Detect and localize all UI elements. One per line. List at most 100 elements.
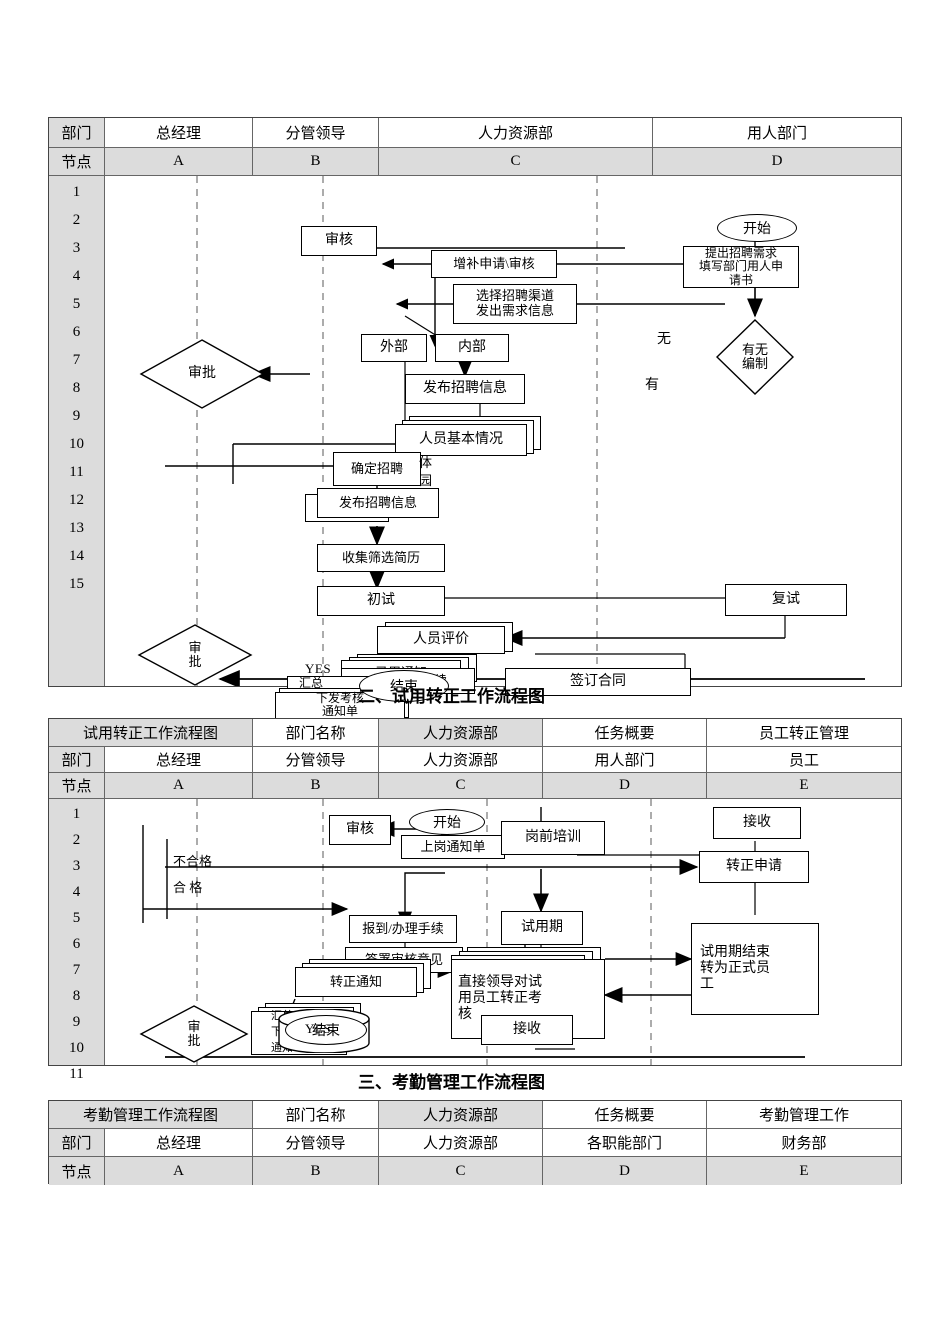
chart2-dept-name-value: 人力资源部 — [379, 719, 543, 746]
chart1-headcount-label: 有无 编制 — [741, 342, 768, 371]
probation-to-regular-flowchart: 试用转正工作流程图 部门名称 人力资源部 任务概要 员工转正管理 部门 总经理 … — [48, 718, 902, 1082]
chart1-label-have: 有 — [645, 378, 659, 393]
chart2-dept-col-1: 分管领导 — [253, 747, 379, 772]
chart1-node-col-0: A — [105, 148, 253, 175]
chart1-node-num: 2 — [72, 212, 81, 228]
chart3-title: 考勤管理工作流程图 — [49, 1101, 253, 1128]
chart2-fail-label: 不合格 — [173, 854, 213, 869]
chart3-dept-col-1: 分管领导 — [253, 1129, 379, 1156]
chart3-dept-name-value: 人力资源部 — [379, 1101, 543, 1128]
chart2-dept-col-0: 总经理 — [105, 747, 253, 772]
chart3-dept-label: 部门 — [49, 1129, 105, 1156]
chart1-supplement-request-box: 增补申请\审核 — [431, 250, 557, 278]
chart2-regular-notice-pile: 转正通知 — [295, 959, 445, 999]
chart1-second-interview-box: 复试 — [725, 584, 847, 616]
chart2-pretraining-box: 岗前培训 — [501, 821, 605, 855]
chart1-node-num: 13 — [69, 520, 84, 536]
chart2-task-label: 任务概要 — [543, 719, 707, 746]
chart2-connectors — [142, 799, 805, 1065]
chart2-approve-label: 审 批 — [187, 1019, 201, 1048]
chart2-node-num: 9 — [72, 1014, 81, 1030]
chart3-node-col-2: C — [379, 1157, 543, 1185]
chart1-node-num: 1 — [72, 184, 81, 200]
chart1-node-label: 节点 — [49, 148, 105, 175]
chart1-confirm-media-overlap-2: 园 — [419, 473, 433, 488]
chart1-sign-contract-box: 签订合同 — [505, 668, 691, 696]
chart1-select-channel-box: 选择招聘渠道 发出需求信息 — [453, 284, 577, 324]
chart1-internal-box: 内部 — [435, 334, 509, 362]
chart3-node-label: 节点 — [49, 1157, 105, 1185]
chart2-node-col-4: E — [707, 773, 901, 798]
chart1-publish-info-box-2: 发布招聘信息 — [317, 488, 439, 518]
chart2-node-num: 2 — [72, 832, 81, 848]
chart1-node-num: 5 — [72, 296, 81, 312]
chart1-yes-label: YES — [305, 661, 332, 676]
chart3-dept-header-row: 部门 总经理 分管领导 人力资源部 各职能部门 财务部 — [49, 1129, 901, 1157]
chart3-task-label: 任务概要 — [543, 1101, 707, 1128]
chart2-node-num: 5 — [72, 910, 81, 926]
chart2-probation-box: 试用期 — [501, 911, 583, 945]
chart1-dept-col-2: 人力资源部 — [379, 118, 653, 147]
chart1-node-num: 4 — [72, 268, 81, 284]
chart2-probation-end-box: 试用期结束 转为正式员 工 — [691, 923, 819, 1015]
chart1-approve-diamond-icon-1 — [139, 339, 265, 409]
chart1-basic-info-box: 人员基本情况 — [395, 424, 527, 456]
chart1-node-num: 8 — [72, 380, 81, 396]
chart1-confirm-media-overlap-1: 体 — [419, 455, 433, 470]
chart2-dept-col-4: 员工 — [707, 747, 901, 772]
chart1-canvas: 开始 提出招聘需求 填写部门用人申 请书 有无 编制 无 有 审核 增补申请\审… — [105, 176, 901, 722]
chart1-dept-header-row: 部门 总经理 分管领导 人力资源部 用人部门 — [49, 118, 901, 148]
chart2-regular-notice-box: 转正通知 — [295, 967, 417, 997]
chart1-publish-info-box-1: 发布招聘信息 — [405, 374, 525, 404]
chart1-node-num: 15 — [69, 576, 84, 592]
chart2-node-num: 8 — [72, 988, 81, 1004]
chart3-node-col-3: D — [543, 1157, 707, 1185]
chart3-dept-col-3: 各职能部门 — [543, 1129, 707, 1156]
chart1-node-num: 6 — [72, 324, 81, 340]
chart1-collect-resume-box: 收集筛选简历 — [317, 544, 445, 572]
chart2-review-box: 审核 — [329, 815, 391, 845]
chart3-node-header-row: 节点 A B C D E — [49, 1157, 901, 1185]
chart1-start-ellipse: 开始 — [717, 214, 797, 242]
chart2-node-col-0: A — [105, 773, 253, 798]
chart3-task-value: 考勤管理工作 — [707, 1101, 901, 1128]
chart2-node-num: 1 — [72, 806, 81, 822]
chart2-canvas: 开始 上岗通知单 岗前培训 接收 转正申请 审核 不合格 合 格 报到/办理手续… — [105, 799, 901, 1065]
chart1-summary-label: 汇总 — [299, 676, 324, 691]
section-title-3: 三、考勤管理工作流程图 — [358, 1073, 545, 1092]
chart2-node-number-column: 1 2 3 4 5 6 7 8 9 10 11 — [49, 799, 105, 1082]
chart2-node-header-row: 节点 A B C D E — [49, 773, 901, 799]
chart1-dept-col-1: 分管领导 — [253, 118, 379, 147]
chart2-onboard-notice-box: 上岗通知单 — [401, 835, 505, 859]
chart1-node-col-3: D — [653, 148, 901, 175]
chart1-end-ellipse: 结束 — [359, 670, 449, 702]
chart2-dept-col-2: 人力资源部 — [379, 747, 543, 772]
chart3-dept-col-2: 人力资源部 — [379, 1129, 543, 1156]
chart1-basic-info-pile: 人员基本情况 — [395, 416, 541, 456]
chart2-pass-label: 合 格 — [173, 880, 203, 895]
chart1-node-num: 10 — [69, 436, 84, 452]
chart1-approve-decision-2: 审 批 — [137, 624, 253, 686]
chart2-node-num: 11 — [69, 1066, 84, 1082]
chart1-node-col-2: C — [379, 148, 653, 175]
chart1-review-top-box: 审核 — [301, 226, 377, 256]
chart1-summary-pile: 汇总 下发考核 通知单 — [275, 676, 425, 722]
chart1-evaluation-pile: 人员评价 — [377, 622, 523, 656]
chart2-approve-diamond-icon — [139, 1005, 249, 1063]
chart2-node-num: 10 — [69, 1040, 84, 1056]
chart3-dept-col-4: 财务部 — [707, 1129, 901, 1156]
chart1-approve-label-1: 审批 — [188, 365, 216, 381]
chart1-node-num: 12 — [69, 492, 84, 508]
chart2-node-col-3: D — [543, 773, 707, 798]
chart3-dept-name-label: 部门名称 — [253, 1101, 379, 1128]
chart1-dept-label: 部门 — [49, 118, 105, 147]
chart1-node-num: 11 — [69, 464, 84, 480]
chart3-node-col-1: B — [253, 1157, 379, 1185]
chart1-headcount-decision: 有无 编制 — [715, 318, 795, 396]
chart2-start-ellipse: 开始 — [409, 809, 485, 835]
chart2-node-num: 6 — [72, 936, 81, 952]
chart3-title-row: 考勤管理工作流程图 部门名称 人力资源部 任务概要 考勤管理工作 — [49, 1101, 901, 1129]
chart1-node-header-row: 节点 A B C D — [49, 148, 901, 176]
chart2-yes-label: YES — [305, 1021, 332, 1036]
